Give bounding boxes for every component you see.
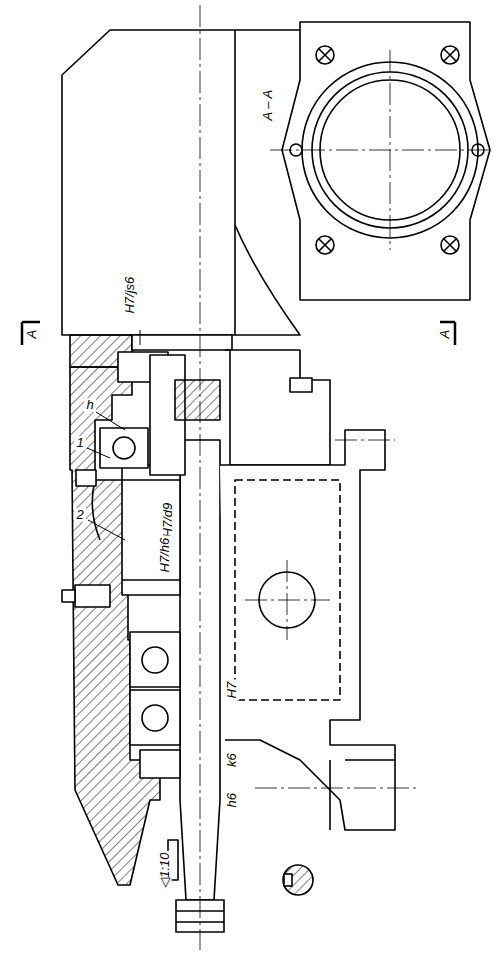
flange-view — [282, 22, 490, 300]
worm-housing-top — [225, 350, 330, 465]
gear-bushing — [122, 465, 180, 595]
fit-label: H7/h6 — [158, 536, 172, 575]
seal — [140, 750, 180, 778]
hidden-contour — [235, 480, 340, 700]
callout-number: 2 — [74, 508, 85, 522]
section-label: A — [438, 328, 452, 341]
screw — [76, 470, 96, 486]
section-label: A — [25, 328, 39, 341]
bearing — [130, 632, 180, 745]
section-mark — [22, 322, 455, 345]
callout-number: h — [84, 398, 95, 412]
bearing — [100, 428, 148, 468]
gear-housing — [70, 367, 160, 885]
bolt — [75, 585, 110, 607]
motor-body — [62, 30, 235, 335]
fit-label: H7/d9 — [161, 501, 175, 540]
callout-number: 1 — [74, 436, 85, 450]
fit-label: H7/js6 — [123, 275, 137, 316]
worm-housing — [220, 430, 395, 830]
fit-label: H7 — [225, 680, 239, 701]
shaft-section — [283, 865, 313, 895]
leader-line — [87, 330, 140, 540]
fit-label: ◁1:10 — [158, 850, 172, 889]
fit-label: h6 — [225, 791, 239, 809]
section-label: A – A — [261, 88, 275, 123]
fit-label: k6 — [225, 751, 239, 769]
